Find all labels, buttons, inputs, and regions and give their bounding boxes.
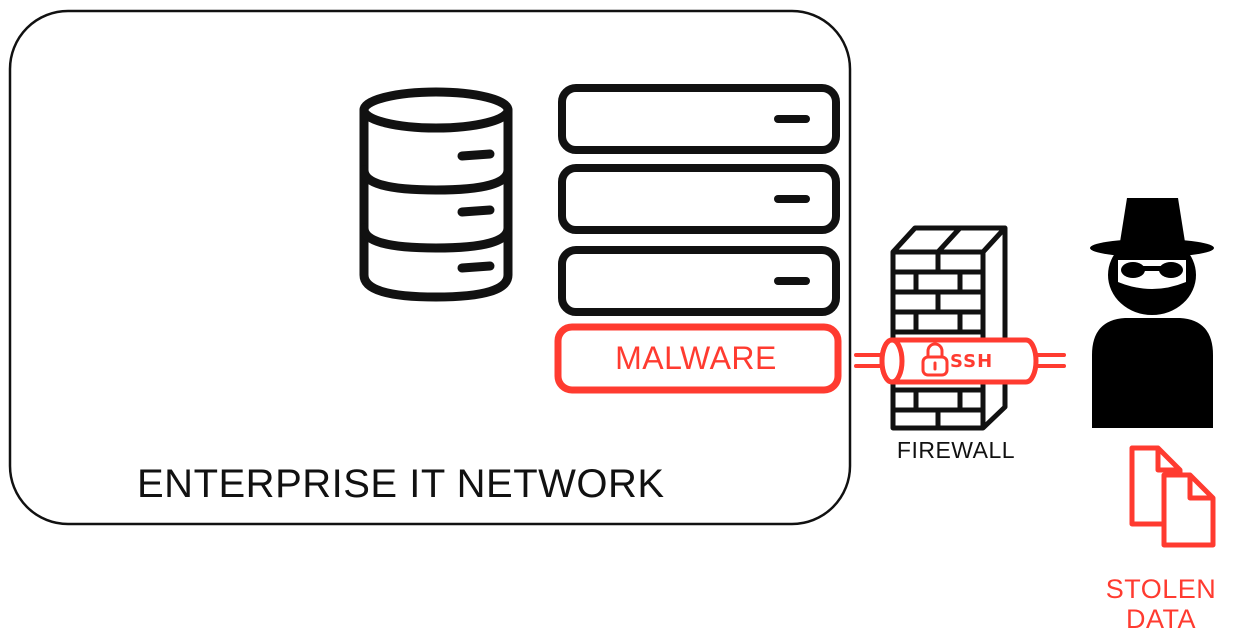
- firewall-icon: [890, 225, 1008, 431]
- malware-label: MALWARE: [615, 340, 777, 376]
- documents-icon: [1129, 445, 1216, 548]
- ssh-tunnel: [879, 337, 1039, 385]
- malware-server-unit: [554, 323, 842, 394]
- stolen-label-line-1: STOLEN: [1105, 574, 1217, 604]
- server-rack-icon: [558, 84, 840, 316]
- enterprise-network-boundary: [8, 9, 852, 526]
- server-unit-3: [558, 246, 840, 316]
- server-unit-2: [558, 164, 840, 234]
- stolen-data-label: STOLEN DATA: [1096, 574, 1226, 634]
- database-icon: [359, 87, 513, 302]
- lock-icon: [921, 342, 949, 377]
- enterprise-network-label: ENTERPRISE IT NETWORK: [137, 462, 665, 506]
- firewall-label: FIREWALL: [896, 437, 1016, 463]
- ssh-label: SSH: [950, 351, 994, 372]
- hacker-icon: [1090, 198, 1214, 428]
- stolen-label-line-2: DATA: [1125, 604, 1196, 634]
- server-unit-1: [558, 84, 840, 154]
